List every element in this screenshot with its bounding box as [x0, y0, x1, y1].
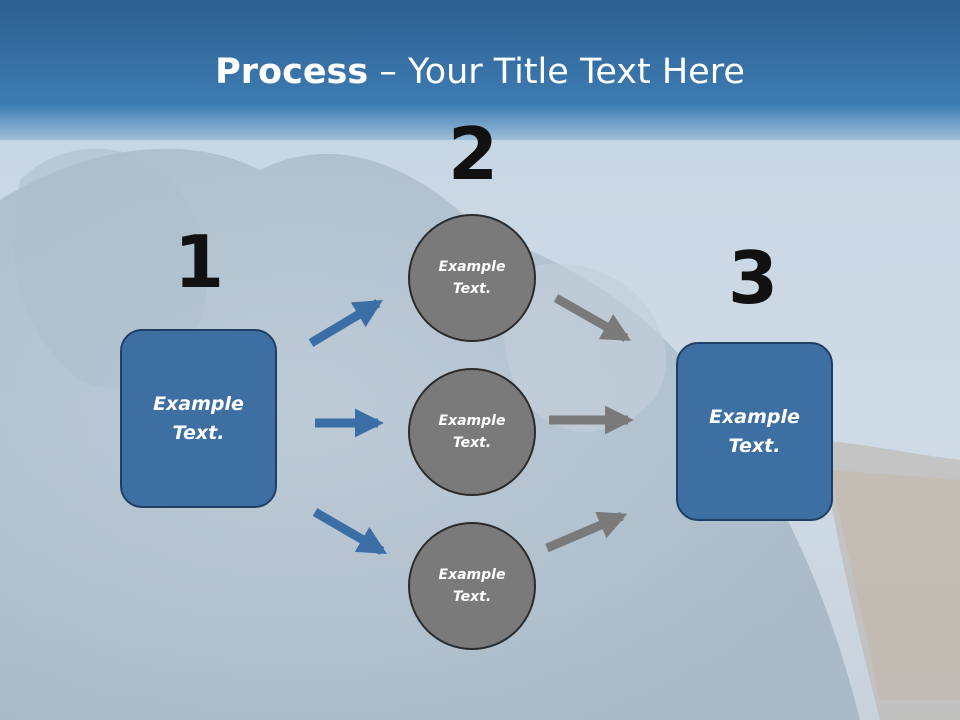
step-1-number: 1: [173, 220, 225, 304]
step-1-box: Example Text.: [120, 329, 277, 508]
title-bold: Process: [215, 52, 369, 92]
step-2-circle-bottom: Example Text.: [408, 522, 536, 650]
step-2-number: 2: [447, 112, 499, 196]
title-rest: – Your Title Text Here: [368, 52, 745, 92]
step-3-box: Example Text.: [676, 342, 833, 521]
arrow-1-to-2-top: [308, 299, 383, 347]
arrow-2-bottom-to-3: [545, 511, 628, 553]
arrow-2-top-to-3: [553, 294, 632, 342]
step-2-circle-top: Example Text.: [408, 214, 536, 342]
step-2-circle-middle: Example Text.: [408, 368, 536, 496]
arrow-1-to-2-bottom: [312, 508, 387, 555]
slide-title: Process – Your Title Text Here: [0, 52, 960, 92]
step-3-number: 3: [727, 236, 779, 320]
